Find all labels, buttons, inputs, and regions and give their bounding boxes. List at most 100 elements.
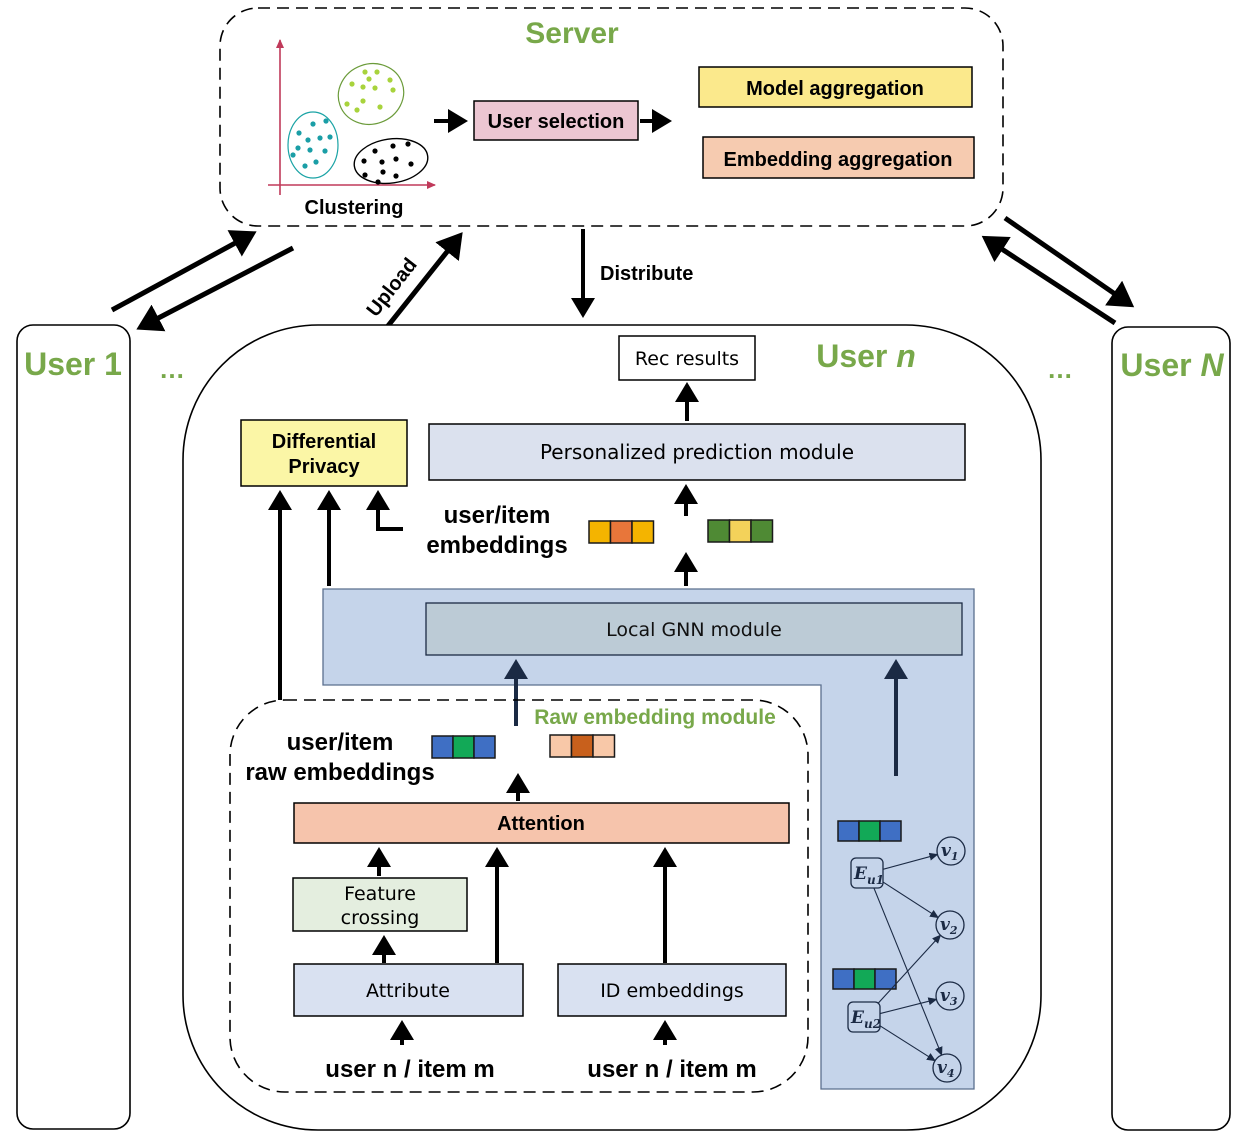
attribute-box: Attribute	[293, 963, 524, 1017]
raw-embedding-module: Raw embedding module user/item raw embed…	[229, 699, 809, 1093]
cluster-point	[390, 143, 396, 149]
cluster-point	[372, 85, 378, 91]
user-N-panel[interactable]: User N	[1111, 326, 1231, 1131]
embedding-cell	[832, 968, 855, 990]
raw-embedding-module-title: Raw embedding module	[534, 706, 776, 729]
cluster-point	[408, 161, 414, 167]
cluster-lime	[337, 63, 405, 125]
graph-edge	[872, 885, 943, 1056]
arrow-userN-to-server	[981, 235, 1117, 326]
cluster-point	[405, 141, 411, 147]
graph-edge	[879, 997, 938, 1015]
user-node-u2: Eu2	[847, 1001, 881, 1033]
raw-embeddings-label-line1: user/item	[287, 729, 394, 756]
cluster-point	[372, 148, 378, 154]
attention-label: Attention	[497, 813, 585, 835]
embedding-cell	[592, 734, 616, 758]
cluster-point	[290, 152, 296, 158]
cluster-point	[307, 147, 313, 153]
cluster-point	[377, 104, 383, 110]
user-node-u1: Eu1	[850, 857, 884, 889]
raw-user-embedding-vector	[431, 735, 496, 759]
local-gnn-label: Local GNN module	[606, 619, 782, 641]
cluster-point	[362, 69, 368, 75]
cluster-point	[393, 173, 399, 179]
differential-privacy-box: Differential Privacy	[240, 419, 408, 487]
attention-box: Attention	[293, 802, 790, 844]
cluster-teal	[287, 111, 339, 179]
cluster-point	[322, 148, 328, 154]
model-aggregation-box: Model aggregation	[698, 66, 973, 108]
personalized-prediction-box: Personalized prediction module	[428, 423, 966, 481]
embedding-cell	[728, 519, 752, 543]
arrow-server-to-userN	[1003, 215, 1135, 308]
feature-crossing-label-line1: Feature	[344, 883, 416, 905]
cluster-point	[295, 145, 301, 151]
embedding-cell	[473, 735, 496, 759]
embedding-cell	[853, 968, 876, 990]
raw-embeddings-label-line2: raw embeddings	[245, 759, 434, 786]
user-N-title: User N	[1120, 347, 1224, 383]
embedding-cell	[837, 820, 860, 842]
embeddings-label-line1: user/item	[444, 502, 551, 529]
output-user-embedding-vector	[588, 520, 655, 544]
user-1-panel[interactable]: User 1	[16, 324, 131, 1130]
distribute-label: Distribute	[600, 263, 693, 285]
arrow-user1-to-server	[110, 230, 257, 313]
embedding-cell	[549, 734, 573, 758]
item-node-v3: v3	[935, 981, 965, 1011]
embedding-cell	[431, 735, 454, 759]
cluster-point	[296, 130, 302, 136]
raw-item-embedding-vector	[549, 734, 616, 758]
cluster-point	[317, 135, 323, 141]
embeddings-label-line2: embeddings	[426, 532, 567, 559]
cluster-point	[366, 76, 372, 82]
graph-edge	[877, 1023, 936, 1062]
item-node-v4: v4	[932, 1053, 962, 1083]
rec-results-box: Rec results	[618, 335, 756, 381]
upload-label: Upload	[363, 254, 422, 321]
item-node-v2: v2	[935, 910, 965, 940]
output-item-embedding-vector	[707, 519, 774, 543]
server-panel: Server Clustering User selection Model a…	[219, 7, 1004, 227]
personalized-prediction-label: Personalized prediction module	[540, 440, 854, 464]
ellipsis-left: …	[159, 354, 185, 384]
differential-privacy-label-line2: Privacy	[288, 456, 360, 478]
cluster-point	[393, 156, 399, 162]
graph-edge	[880, 879, 939, 919]
cluster-point	[302, 163, 308, 169]
arrow-emb-to-dp	[366, 490, 403, 531]
cluster-point	[313, 159, 319, 165]
cluster-point	[344, 101, 350, 107]
server-title: Server	[525, 17, 619, 50]
cluster-point	[323, 118, 329, 124]
id-embeddings-label: ID embeddings	[600, 980, 744, 1002]
feature-crossing-box: Feature crossing	[292, 877, 468, 932]
graph-edge	[874, 934, 942, 1008]
cluster-point	[362, 172, 368, 178]
embedding-cell	[588, 520, 612, 544]
embedding-aggregation-label: Embedding aggregation	[724, 149, 953, 171]
rec-results-label: Rec results	[635, 348, 739, 370]
cluster-point	[349, 81, 355, 87]
embedding-cell	[570, 734, 594, 758]
feature-crossing-label-line2: crossing	[341, 907, 420, 929]
local-gnn-box: Local GNN module	[425, 602, 963, 656]
cluster-point	[390, 87, 396, 93]
embedding-aggregation-box: Embedding aggregation	[702, 136, 975, 179]
arrow-server-to-user1	[136, 245, 295, 332]
differential-privacy-label-line1: Differential	[272, 431, 376, 453]
user-n-title: User n	[816, 338, 916, 374]
item-node-v1: v1	[936, 836, 966, 866]
embedding-cell	[750, 519, 774, 543]
embedding-cell	[452, 735, 475, 759]
attribute-label: Attribute	[366, 980, 450, 1002]
user-1-title: User 1	[24, 346, 122, 382]
cluster-point	[374, 69, 380, 75]
embedding-cell	[631, 520, 655, 544]
cluster-point	[361, 158, 367, 164]
input-label-left: user n / item m	[325, 1056, 494, 1083]
cluster-point	[305, 137, 311, 143]
